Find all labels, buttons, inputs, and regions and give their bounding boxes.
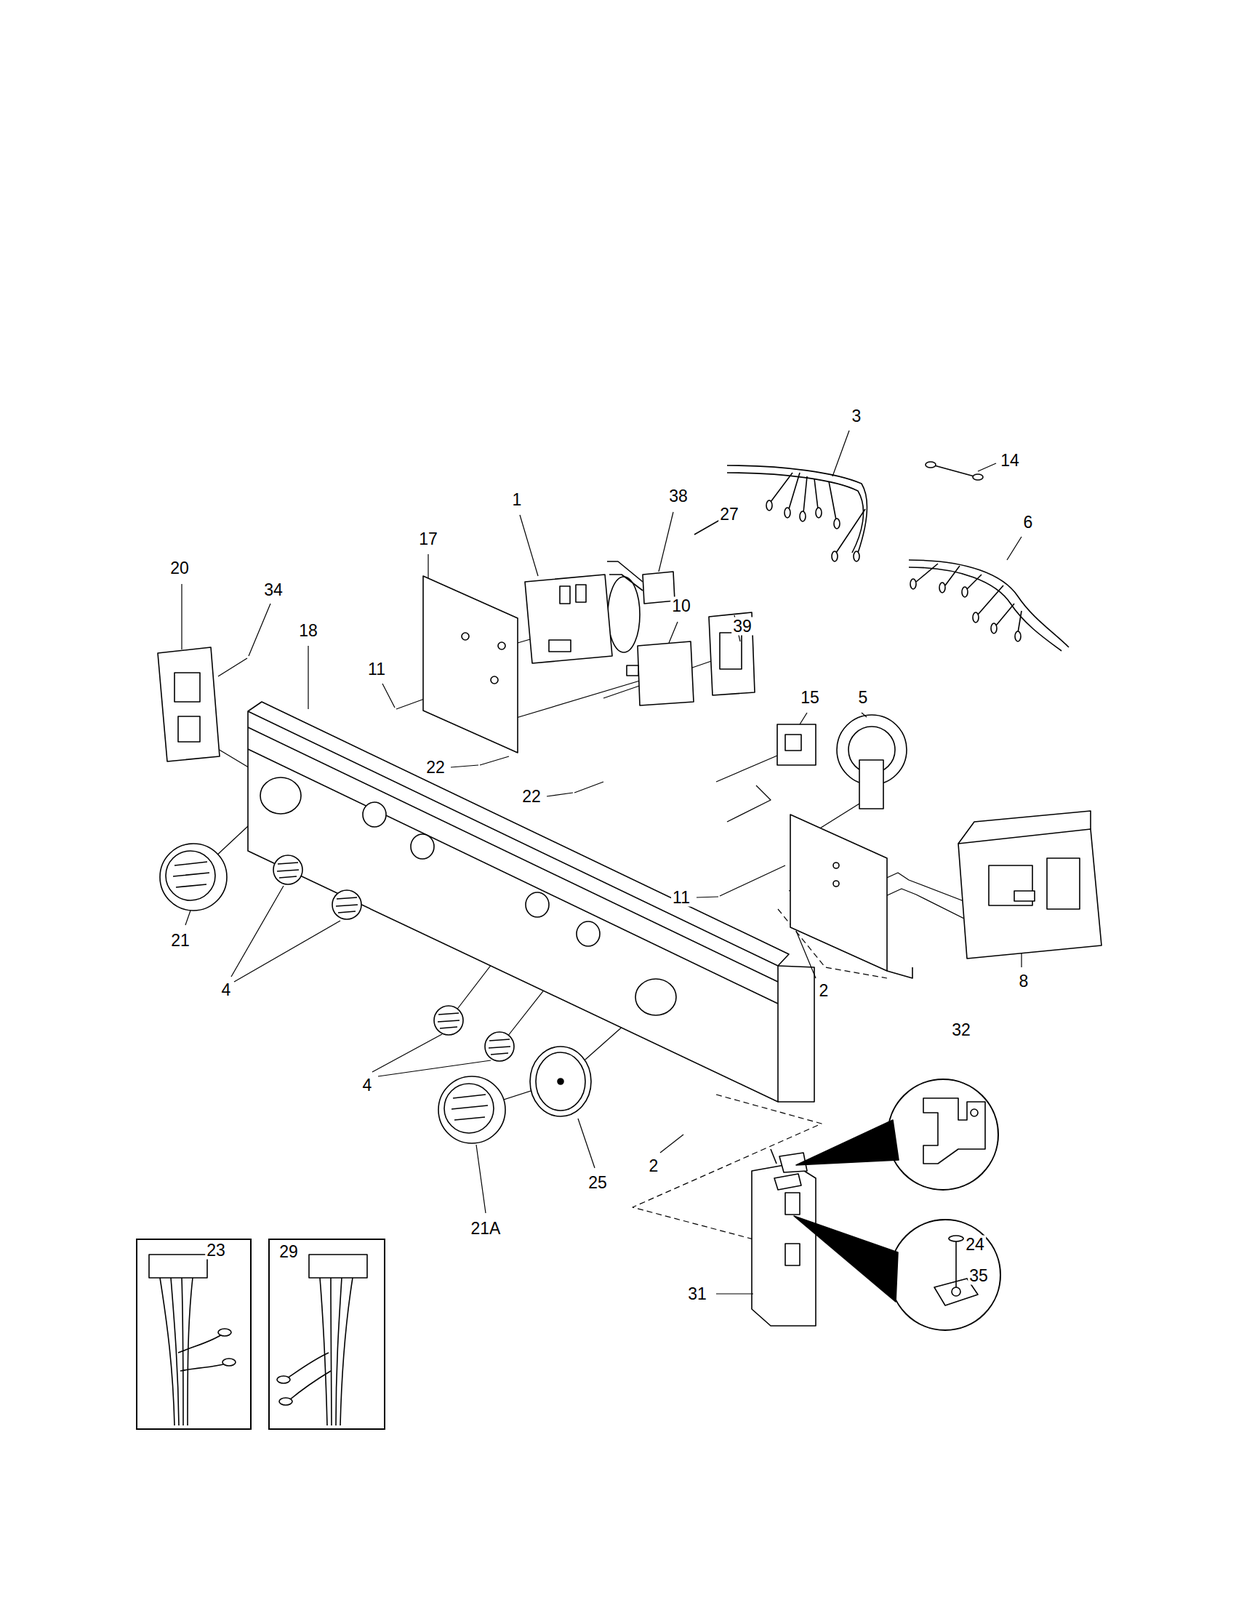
- inset-frame: [269, 1238, 385, 1429]
- callout-number: 4: [361, 1076, 374, 1095]
- callout-number: 11: [366, 660, 387, 679]
- magnifier-circle: [887, 1078, 999, 1190]
- callout-number: 29: [277, 1242, 300, 1261]
- node-outline: [887, 1017, 999, 1191]
- callout-number: 3: [850, 407, 864, 426]
- callout-number: 22: [424, 758, 447, 777]
- callout-number: 27: [718, 505, 741, 524]
- callout-number: 21: [169, 931, 192, 950]
- callout-number: 34: [262, 580, 285, 600]
- callout-number: 31: [686, 1284, 709, 1303]
- callout-number: 15: [799, 688, 821, 707]
- callout-number: 17: [417, 530, 440, 549]
- callout-number: 20: [168, 559, 191, 578]
- callout-number: 1: [511, 490, 524, 509]
- callout-number: 10: [670, 596, 693, 616]
- inset-box: 29: [268, 1238, 386, 1430]
- callout-number: 14: [998, 451, 1021, 470]
- callout-number: 11: [671, 888, 692, 907]
- callout-number: 38: [667, 487, 690, 506]
- node-outline: [135, 1238, 252, 1430]
- callout-number: 25: [586, 1173, 609, 1192]
- callout-number: 6: [1022, 513, 1035, 532]
- callout-number: 22: [520, 787, 543, 806]
- magnifier-circle: [889, 1219, 1001, 1330]
- callout-number: 35: [967, 1266, 990, 1285]
- node-outline: [268, 1238, 386, 1430]
- callout-number: 39: [731, 617, 754, 636]
- callout-number: 4: [220, 980, 233, 999]
- callout-number: 24: [964, 1235, 986, 1254]
- inset-frame: [136, 1238, 251, 1429]
- detail-circle: 32: [887, 1017, 999, 1191]
- callout-number: 2: [817, 981, 831, 1000]
- callout-number: 21A: [469, 1219, 503, 1238]
- callout-number: 32: [950, 1020, 973, 1039]
- detail-circle: 24 35: [889, 1218, 1002, 1331]
- callout-number: 2: [647, 1156, 661, 1175]
- callout-number: 23: [205, 1241, 227, 1260]
- inset-box: 23: [135, 1238, 252, 1430]
- callout-number: 5: [857, 688, 870, 707]
- callout-number: 8: [1017, 972, 1031, 991]
- callout-number: 18: [297, 621, 320, 640]
